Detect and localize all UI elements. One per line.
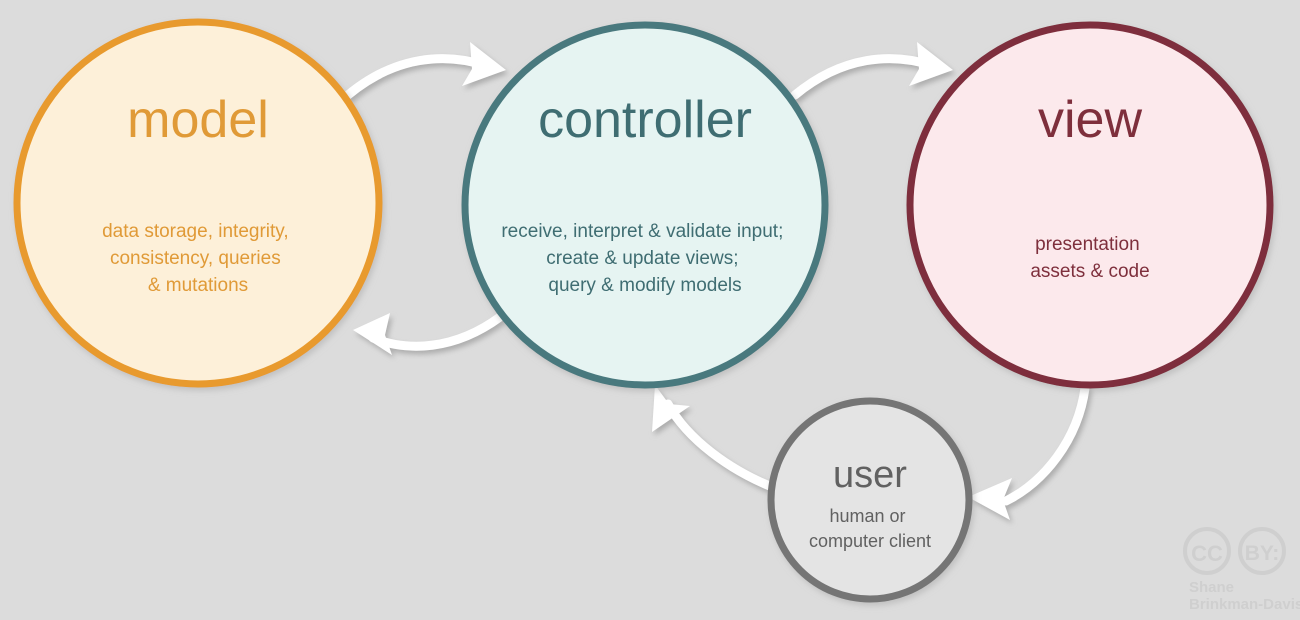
user-desc-line-1: human or bbox=[829, 506, 905, 526]
model-circle[interactable] bbox=[13, 18, 383, 388]
by-license-icon: BY: bbox=[1238, 527, 1286, 575]
attribution-author-line-1: Shane bbox=[1189, 579, 1234, 596]
node-controller[interactable]: controller receive, interpret & validate… bbox=[461, 21, 829, 389]
node-view[interactable]: view presentation assets & code bbox=[906, 21, 1274, 389]
view-title: view bbox=[1038, 91, 1142, 149]
controller-title: controller bbox=[538, 91, 752, 149]
arrow-view-to-user bbox=[968, 383, 1090, 520]
model-desc-line-1: data storage, integrity, bbox=[102, 221, 289, 242]
controller-desc-line-1: receive, interpret & validate input; bbox=[501, 221, 783, 242]
model-desc-line-2: consistency, queries bbox=[110, 248, 281, 269]
attribution-author-line-2: Brinkman-Davis bbox=[1189, 596, 1300, 613]
controller-desc-line-2: create & update views; bbox=[546, 248, 738, 269]
by-icon-label: BY: bbox=[1245, 542, 1280, 565]
user-desc-line-2: computer client bbox=[809, 531, 931, 551]
user-description: human or computer client bbox=[809, 506, 931, 551]
user-title: user bbox=[833, 454, 907, 496]
view-description: presentation assets & code bbox=[1030, 234, 1149, 282]
controller-desc-line-3: query & modify models bbox=[548, 275, 741, 296]
node-user[interactable]: user human or computer client bbox=[767, 397, 973, 603]
arrow-user-to-controller bbox=[652, 385, 777, 492]
view-desc-line-1: presentation bbox=[1035, 234, 1140, 255]
model-description: data storage, integrity, consistency, qu… bbox=[102, 221, 294, 296]
view-desc-line-2: assets & code bbox=[1030, 261, 1149, 282]
model-title: model bbox=[127, 91, 269, 149]
arrow-controller-to-model bbox=[353, 312, 505, 355]
cc-by-attribution: CC BY: Shane Brinkman-Davis bbox=[1183, 527, 1300, 613]
model-desc-line-3: & mutations bbox=[148, 275, 248, 296]
cc-license-icon: CC bbox=[1183, 527, 1231, 575]
user-circle[interactable] bbox=[767, 397, 973, 603]
cc-icon-label: CC bbox=[1191, 541, 1223, 566]
view-circle[interactable] bbox=[906, 21, 1274, 389]
node-model[interactable]: model data storage, integrity, consisten… bbox=[13, 18, 383, 388]
controller-description: receive, interpret & validate input; cre… bbox=[501, 221, 788, 296]
arrow-controller-to-view bbox=[790, 42, 953, 100]
arrow-model-to-controller bbox=[343, 42, 506, 100]
controller-circle[interactable] bbox=[461, 21, 829, 389]
